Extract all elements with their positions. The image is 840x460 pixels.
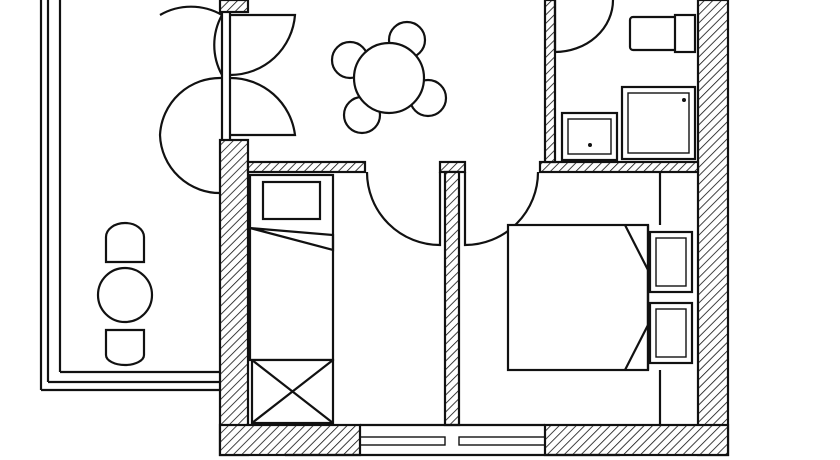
wardrobe — [250, 358, 335, 425]
double-bed — [506, 223, 650, 372]
balcony-table-set — [96, 221, 154, 367]
walls — [218, 0, 730, 457]
single-bed — [248, 173, 335, 362]
balcony-doors — [158, 5, 297, 195]
nightstands — [648, 230, 694, 365]
balcony — [39, 0, 222, 392]
dining-table-set — [330, 20, 448, 135]
bathroom-fixtures — [560, 13, 697, 162]
windows — [285, 423, 620, 457]
